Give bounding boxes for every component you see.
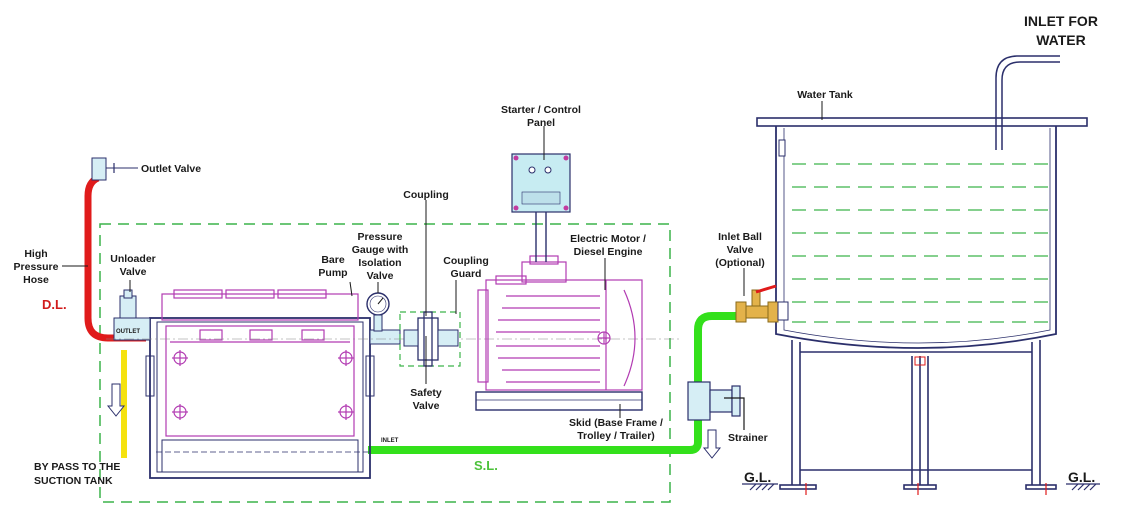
label-starter-panel-2: Panel: [527, 117, 555, 129]
outlet-valve: [91, 157, 138, 181]
ground-line-left: [742, 483, 778, 491]
tank-side-lug: [778, 139, 786, 157]
label-unloader-valve: Unloader: [110, 253, 156, 265]
label-inlet-tag: INLET: [381, 438, 399, 444]
label-bypass: BY PASS TO THE: [34, 461, 120, 473]
label-bare-pump: Bare: [321, 254, 345, 266]
label-inlet-for-water-2: WATER: [1036, 32, 1086, 48]
label-unloader-valve-2: Valve: [120, 266, 147, 278]
inlet-ball-valve: [735, 284, 789, 323]
label-pressure-gauge-4: Valve: [367, 270, 394, 282]
label-coupling-guard: Coupling: [443, 255, 489, 267]
label-bare-pump-2: Pump: [318, 267, 347, 279]
label-skid: Skid (Base Frame /: [569, 417, 663, 429]
label-pressure-gauge: Pressure: [358, 231, 403, 243]
strainer-flow-arrow: [702, 429, 722, 459]
label-outlet-tag: OUTLET: [116, 329, 140, 335]
coupling: [403, 311, 459, 367]
label-pressure-gauge-2: Gauge with: [352, 244, 409, 256]
label-outlet-valve: Outlet Valve: [141, 163, 201, 175]
pressure-gauge: [366, 292, 390, 332]
bypass-flow-arrow: [106, 383, 126, 417]
leader-lines: [62, 101, 823, 418]
electric-motor: [475, 255, 643, 411]
label-water-tank: Water Tank: [797, 89, 853, 101]
tank-legs: [779, 340, 1057, 490]
label-pressure-gauge-3: Isolation: [358, 257, 401, 269]
tank-water-level-lines: [792, 163, 1048, 323]
label-high-pressure-hose-2: Pressure: [14, 261, 59, 273]
label-strainer: Strainer: [728, 432, 768, 444]
label-inlet-ball-valve-2: Valve: [727, 244, 754, 256]
label-starter-panel: Starter / Control: [501, 104, 581, 116]
label-coupling: Coupling: [403, 189, 449, 201]
label-ground-level-right: G.L.: [1068, 469, 1095, 485]
label-suction-line: S.L.: [474, 458, 498, 473]
water-tank: [742, 55, 1100, 495]
skid-boundary-dashed: [99, 223, 671, 503]
starter-control-panel: [511, 153, 571, 262]
strainer: [687, 381, 745, 459]
label-electric-motor-2: Diesel Engine: [574, 246, 643, 258]
label-high-pressure-hose: High: [24, 248, 47, 260]
tank-top-lid: [756, 117, 1088, 127]
ground-line-right: [1066, 483, 1100, 491]
label-coupling-guard-2: Guard: [451, 268, 482, 280]
tank-body: [775, 126, 1057, 349]
label-discharge-line: D.L.: [42, 297, 67, 312]
label-inlet-ball-valve: Inlet Ball: [718, 231, 762, 243]
label-inlet-for-water: INLET FOR: [1024, 13, 1098, 29]
unloader-valve-body: [119, 295, 137, 319]
label-inlet-ball-valve-3: (Optional): [715, 257, 765, 269]
bare-pump: [106, 289, 680, 479]
label-skid-2: Trolley / Trailer): [577, 430, 655, 442]
label-electric-motor: Electric Motor /: [570, 233, 646, 245]
high-pressure-hose: [84, 174, 146, 342]
label-ground-level-left: G.L.: [744, 469, 771, 485]
tank-outlet-drain: [914, 356, 926, 366]
label-high-pressure-hose-3: Hose: [23, 274, 49, 286]
label-safety-valve-2: Valve: [413, 400, 440, 412]
inlet-water-pipe: [995, 55, 1060, 150]
label-bypass-2: SUCTION TANK: [34, 475, 113, 487]
label-safety-valve: Safety: [410, 387, 442, 399]
tank-inner-wall: [783, 128, 1051, 344]
